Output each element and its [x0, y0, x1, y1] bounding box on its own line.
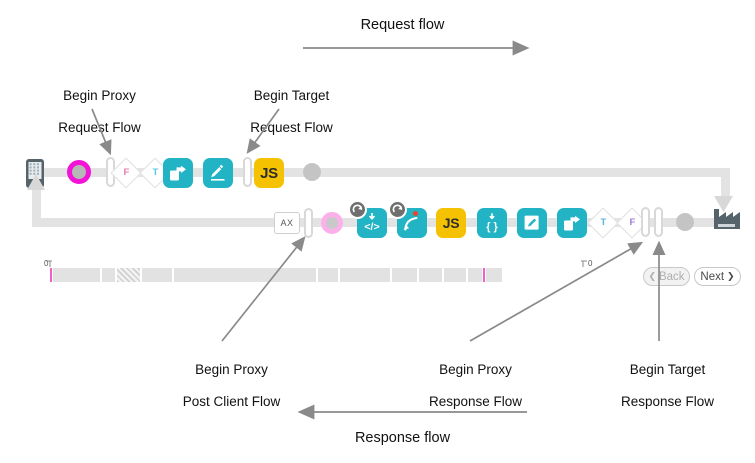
- timeline-end-tick: 0: [588, 259, 593, 268]
- flow-divider-bar-res-3[interactable]: [654, 207, 663, 237]
- trace-timeline[interactable]: [50, 268, 580, 282]
- callout-line-1: Begin Proxy: [195, 362, 268, 377]
- timeline-segment[interactable]: [142, 268, 172, 282]
- callout-begin-proxy-request-flow: Begin Proxy Request Flow: [22, 72, 162, 152]
- callout-line-1: Begin Proxy: [63, 88, 136, 103]
- gray-endpoint-dot-res[interactable]: [676, 213, 694, 231]
- callout-line-2: Request Flow: [58, 120, 141, 135]
- magenta-breakpoint-ring[interactable]: [67, 160, 91, 184]
- svg-text:{ }: { }: [486, 221, 498, 233]
- callout-begin-proxy-response-flow: Begin Proxy Response Flow: [392, 346, 544, 426]
- back-chevron-icon: ❮: [648, 271, 656, 281]
- callout-begin-target-request-flow: Begin Target Request Flow: [214, 72, 354, 152]
- ax-analytics-icon[interactable]: AX: [274, 212, 300, 234]
- json-policy-icon[interactable]: { }: [477, 208, 507, 238]
- javascript-policy-icon-res[interactable]: JS: [436, 208, 466, 238]
- timeline-segment[interactable]: [486, 268, 502, 282]
- refresh-badge-icon-2[interactable]: [388, 200, 407, 219]
- request-flow-title: Request flow: [360, 17, 445, 33]
- assign-message-icon-res[interactable]: [557, 208, 587, 238]
- arrow-begin-proxy-post-client-flow: [221, 236, 306, 342]
- js-label: JS: [442, 215, 460, 231]
- callout-line-1: Begin Proxy: [439, 362, 512, 377]
- flow-divider-bar-res-1[interactable]: [304, 208, 313, 238]
- response-flow-title: Response flow: [354, 430, 451, 446]
- request-rail: [44, 168, 730, 177]
- timeline-segment[interactable]: [444, 268, 466, 282]
- callout-begin-proxy-post-client-flow: Begin Proxy Post Client Flow: [148, 346, 300, 426]
- timeline-segment[interactable]: [318, 268, 338, 282]
- gray-endpoint-dot-req[interactable]: [303, 163, 321, 181]
- callout-begin-target-response-flow: Begin Target Response Flow: [585, 346, 735, 426]
- callout-line-1: Begin Target: [629, 362, 706, 377]
- svg-text:</>: </>: [364, 221, 379, 233]
- callout-line-2: Response Flow: [428, 394, 523, 409]
- condition-diamond-t-res[interactable]: T: [587, 207, 619, 239]
- back-label: Back: [658, 270, 685, 283]
- callout-line-2: Response Flow: [620, 394, 715, 409]
- callout-line-1: Begin Target: [253, 88, 330, 103]
- arrow-begin-proxy-response-flow: [469, 241, 644, 342]
- next-chevron-icon: ❯: [727, 271, 735, 281]
- timeline-start-tick: 0: [44, 259, 49, 268]
- diamond-label: F: [123, 167, 130, 179]
- assign-message-icon-req[interactable]: [163, 158, 193, 188]
- timeline-segment[interactable]: [102, 268, 115, 282]
- back-button[interactable]: ❮ Back: [643, 267, 690, 286]
- next-button[interactable]: Next ❯: [694, 267, 741, 286]
- timeline-hatched-segment[interactable]: [117, 268, 140, 282]
- timeline-segment[interactable]: [468, 268, 482, 282]
- mobile-phone-icon: [24, 157, 46, 189]
- target-server-factory-icon: [711, 206, 743, 232]
- callout-line-2: Post Client Flow: [182, 394, 281, 409]
- timeline-segment[interactable]: [174, 268, 316, 282]
- timeline-segment[interactable]: [340, 268, 390, 282]
- diamond-label: T: [600, 217, 607, 229]
- response-rail-elbow: [32, 186, 41, 222]
- refresh-badge-icon-1[interactable]: [348, 200, 367, 219]
- diamond-label: F: [629, 217, 636, 229]
- timeline-segment[interactable]: [53, 268, 100, 282]
- pink-breakpoint-ring[interactable]: [321, 212, 343, 234]
- timeline-segment[interactable]: [392, 268, 417, 282]
- next-label: Next: [700, 270, 725, 283]
- callout-line-2: Request Flow: [250, 120, 333, 135]
- error-indicator-dot: [413, 211, 418, 216]
- request-rail-elbow: [721, 168, 730, 202]
- edit-policy-icon-req[interactable]: [203, 158, 233, 188]
- js-label: JS: [260, 164, 278, 182]
- timeline-end-marker: [483, 268, 485, 282]
- flow-divider-bar-req-2[interactable]: [243, 157, 252, 187]
- ax-label: AX: [280, 218, 294, 228]
- condition-diamond-f-req[interactable]: F: [110, 157, 142, 189]
- timeline-segment[interactable]: [419, 268, 442, 282]
- flow-divider-bar-res-2[interactable]: [641, 207, 650, 237]
- timeline-start-marker: [50, 268, 52, 282]
- javascript-policy-icon-req[interactable]: JS: [254, 158, 284, 188]
- edit-policy-icon-res[interactable]: [517, 208, 547, 238]
